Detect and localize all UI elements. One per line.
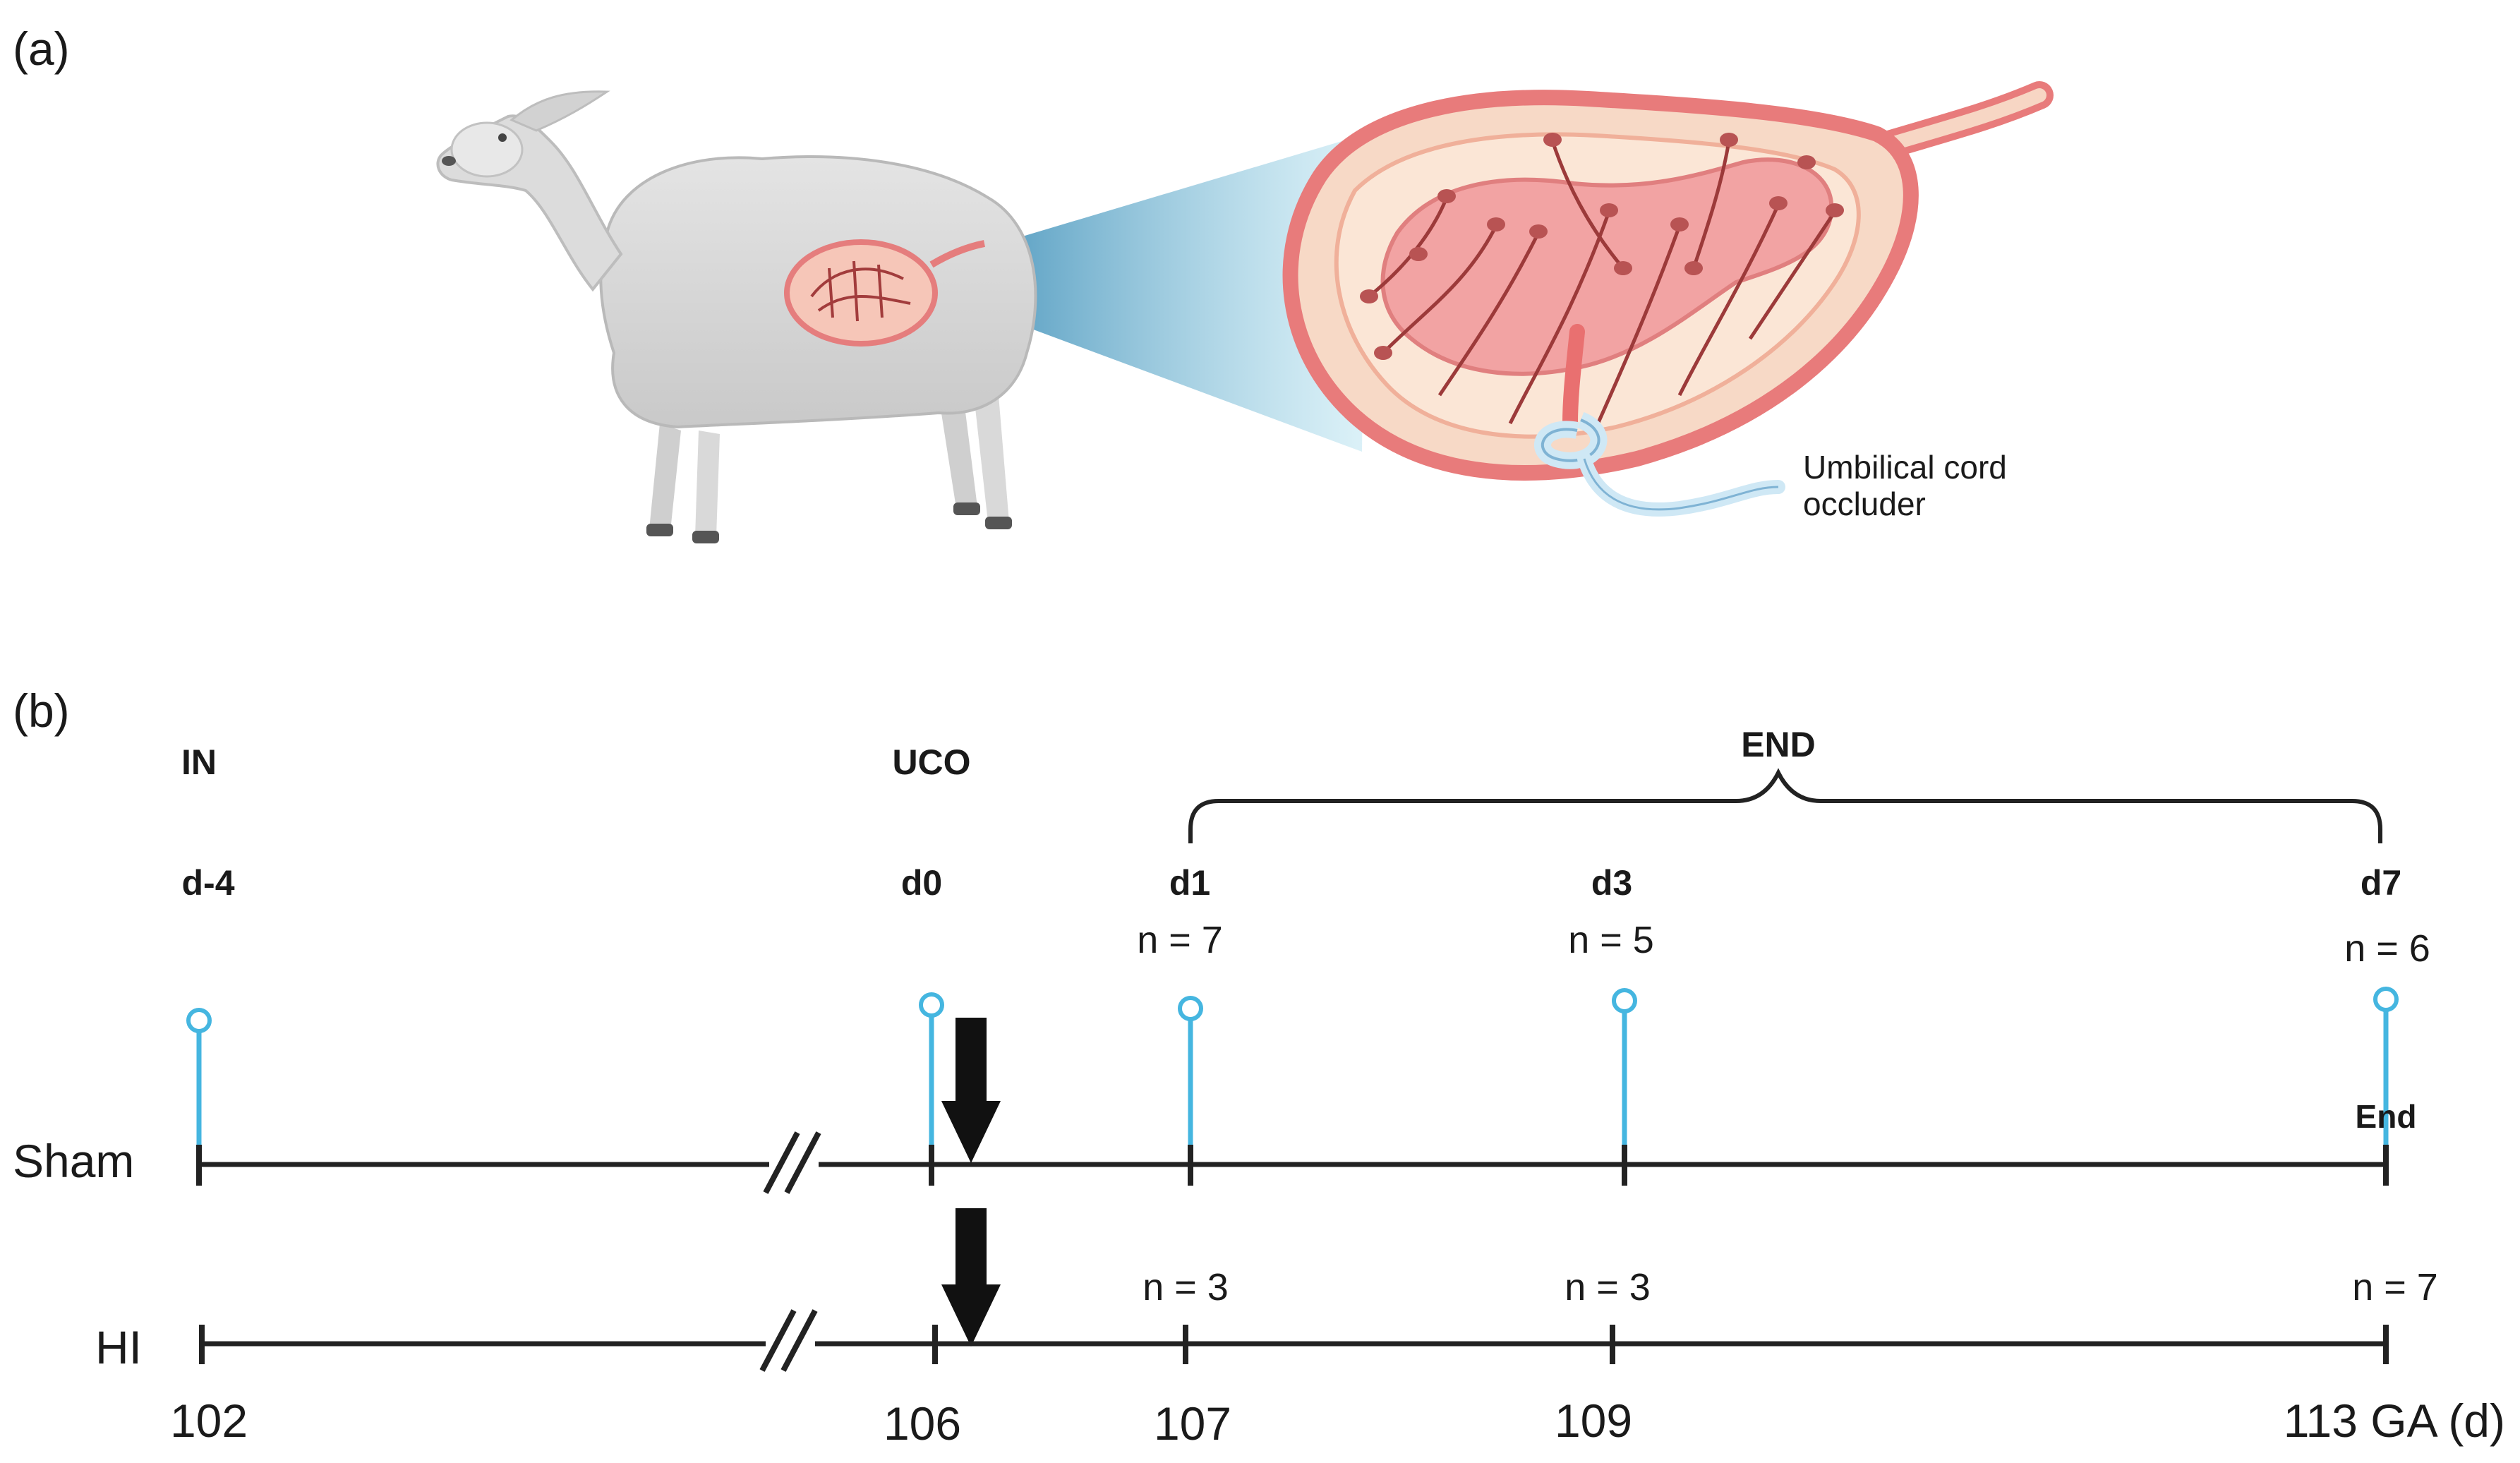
hi-axis-break-1 <box>759 1309 797 1372</box>
panel-b-label: (b) <box>13 685 70 737</box>
sham-n-d3: n = 5 <box>1568 919 1654 961</box>
hi-n-d3: n = 3 <box>1565 1266 1651 1308</box>
pin-d7-head <box>2373 987 2399 1012</box>
hi-n-d1: n = 3 <box>1143 1266 1229 1308</box>
small-uterus <box>784 239 938 347</box>
hi-n-d7: n = 7 <box>2352 1266 2438 1308</box>
panel-b: (b) IN UCO END d-4 d0 d1 d3 d7 n = 7 n =… <box>13 685 2505 1450</box>
day-label-dm4: d-4 <box>182 863 235 903</box>
event-in-label: IN <box>181 742 217 782</box>
axis-tick-106: 106 <box>884 1397 961 1450</box>
uco-arrow-hi <box>941 1208 1001 1347</box>
pin-d3-head <box>1612 988 1637 1013</box>
zoom-cone <box>963 134 1365 452</box>
day-label-d3: d3 <box>1591 863 1632 903</box>
umbilical-occluder <box>1534 411 1785 517</box>
sham-n-d7: n = 6 <box>2344 927 2430 970</box>
sham-axis-break-2 <box>784 1131 821 1194</box>
day-label-d1: d1 <box>1169 863 1210 903</box>
sham-timeline <box>196 1131 2389 1194</box>
uco-arrow-sham <box>941 1018 1001 1163</box>
panel-a: (a) <box>13 23 2054 543</box>
event-end-label: END <box>1741 725 1816 764</box>
event-uco-label: UCO <box>892 742 970 782</box>
uterus-illustration <box>1282 81 2054 481</box>
end-brace <box>1188 768 2382 843</box>
occluder-label-line2: occluder <box>1803 486 1926 522</box>
pin-d1-head <box>1178 996 1203 1021</box>
day-label-d7: d7 <box>2361 863 2401 903</box>
hi-axis-break-2 <box>780 1309 818 1372</box>
sampling-pins <box>186 987 2399 1150</box>
axis-tick-107: 107 <box>1154 1397 1231 1450</box>
day-label-d0: d0 <box>901 863 942 903</box>
occluder-label-line1: Umbilical cord <box>1803 449 2007 486</box>
axis-tick-102: 102 <box>170 1395 248 1447</box>
sham-axis-break-1 <box>763 1131 800 1194</box>
sham-row-label: Sham <box>13 1135 134 1187</box>
sham-end-marker: End <box>2356 1098 2417 1135</box>
sham-n-d1: n = 7 <box>1137 919 1223 961</box>
sheep-illustration <box>436 90 1037 543</box>
axis-tick-109: 109 <box>1555 1395 1632 1447</box>
pin-dm4-head <box>186 1008 212 1033</box>
panel-a-label: (a) <box>13 23 70 75</box>
hi-timeline <box>199 1309 2389 1372</box>
hi-row-label: HI <box>95 1321 142 1373</box>
axis-tick-113: 113 GA (d) <box>2284 1395 2505 1447</box>
pin-d0-head <box>919 992 944 1018</box>
